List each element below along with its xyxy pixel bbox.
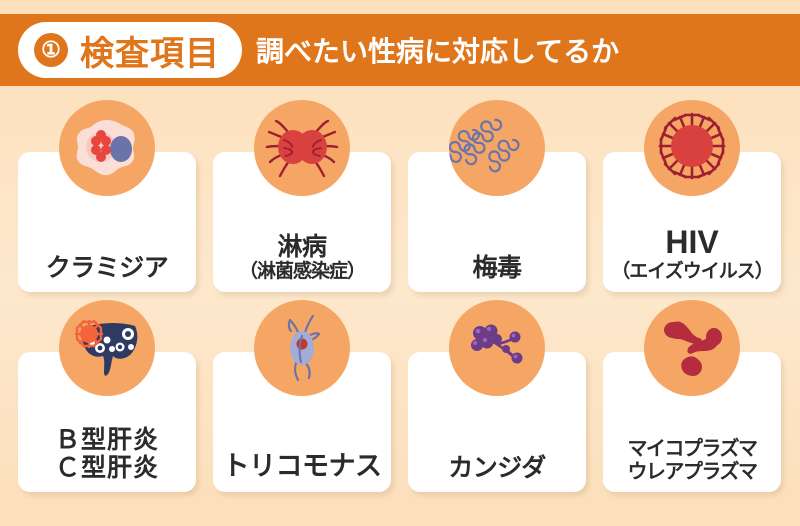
card-label-main: クラミジア [45, 253, 169, 282]
gonorrhea-bacteria-icon [254, 100, 350, 196]
card-label-main: 梅毒 [472, 253, 522, 282]
card-label-candida: カンジダ [448, 454, 546, 482]
card-label-chlamydia: クラミジア [46, 254, 169, 282]
card-label-line2: Ｃ型肝炎 [54, 453, 159, 482]
card-label-gonorrhea: 淋病 （淋菌感染症） [238, 231, 366, 282]
candida-fungus-icon [449, 300, 545, 396]
card-mycoplasma[interactable]: マイコプラズマ ウレアプラズマ [603, 300, 781, 492]
card-label-hiv: HIV （エイズウイルス） [611, 223, 773, 282]
card-candida[interactable]: カンジダ [408, 300, 586, 492]
card-label-main: 淋病 [277, 231, 327, 261]
card-chlamydia[interactable]: クラミジア [18, 100, 196, 292]
trichomonas-protozoa-icon [254, 300, 350, 396]
chlamydia-cell-icon [59, 100, 155, 196]
card-label-syphilis: 梅毒 [472, 253, 522, 282]
card-label-mycoplasma: マイコプラズマ ウレアプラズマ [627, 436, 758, 483]
test-item-card-grid: クラミジア [0, 100, 800, 520]
header-content: ① 検査項目 調べたい性病に対応してるか [0, 14, 800, 86]
syphilis-spirochete-icon [449, 100, 545, 196]
hepatitis-liver-icon [59, 300, 155, 396]
hiv-virus-icon [644, 100, 740, 196]
card-label-main: Ｂ型肝炎 [54, 425, 159, 454]
card-label-main: HIV [665, 223, 719, 260]
card-label-sub: （淋菌感染症） [238, 259, 366, 282]
card-trichomonas[interactable]: トリコモナス [213, 300, 391, 492]
card-label-trichomonas: トリコモナス [222, 450, 383, 482]
card-hepatitis[interactable]: Ｂ型肝炎 Ｃ型肝炎 [18, 300, 196, 492]
card-label-main: カンジダ [448, 453, 546, 482]
mycoplasma-bacteria-icon [644, 300, 740, 396]
card-label-line2: ウレアプラズマ [627, 458, 758, 483]
card-syphilis[interactable]: 梅毒 [408, 100, 586, 292]
header-subtitle: 調べたい性病に対応してるか [256, 35, 620, 68]
card-gonorrhea[interactable]: 淋病 （淋菌感染症） [213, 100, 391, 292]
card-label-hepatitis: Ｂ型肝炎 Ｃ型肝炎 [55, 426, 159, 482]
step-number-badge: ① [34, 33, 68, 67]
header-bar: ① 検査項目 調べたい性病に対応してるか [0, 14, 800, 86]
card-label-sub: （エイズウイルス） [611, 259, 773, 282]
card-hiv[interactable]: HIV （エイズウイルス） [603, 100, 781, 292]
card-label-main: マイコプラズマ [627, 436, 758, 461]
card-label-main: トリコモナス [222, 450, 383, 482]
step-title-pill: ① 検査項目 [18, 22, 242, 78]
page-title: 検査項目 [80, 33, 220, 74]
